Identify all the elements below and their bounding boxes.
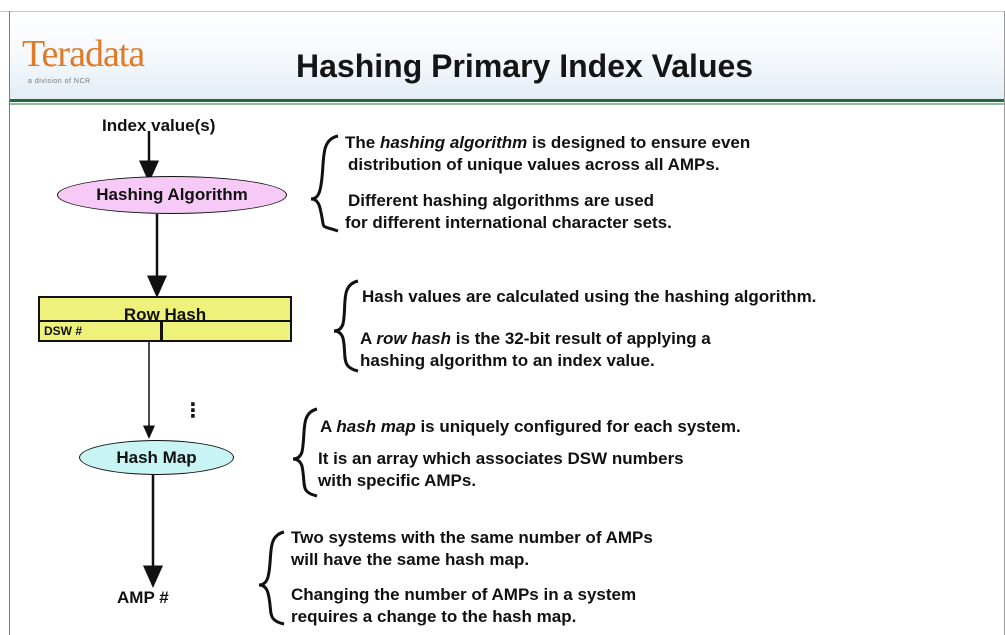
note-rowhash-line3: hashing algorithm to an index value. (360, 351, 655, 370)
logo-subtext: a division of NCR (28, 78, 91, 85)
note-amp-line3: Changing the number of AMPs in a system (291, 585, 637, 604)
index-values-label: Index value(s) (102, 116, 216, 135)
note-hashmap-line3: with specific AMPs. (318, 471, 477, 490)
header-rule (10, 99, 1004, 102)
slide-title: Hashing Primary Index Values (296, 48, 754, 84)
teradata-logo: Teradata a division of NCR (22, 34, 172, 96)
note-rowhash-line1: Hash values are calculated using the has… (362, 287, 817, 306)
ellipsis-marker: ⋮ (183, 400, 203, 422)
note-hashmap-line1: A hash map is uniquely configured for ea… (320, 417, 741, 436)
hash-map-node: Hash Map (79, 440, 234, 475)
brace-hashmap-notes (292, 407, 318, 498)
slide-header (10, 12, 1004, 100)
dsw-field-label: DSW # (44, 324, 83, 338)
note-amp-line1: Two systems with the same number of AMPs (291, 528, 653, 547)
hashing-algorithm-label: Hashing Algorithm (96, 185, 248, 204)
left-border (9, 11, 10, 635)
note-amp-line2: will have the same hash map. (291, 550, 530, 569)
hashing-algorithm-node: Hashing Algorithm (57, 176, 287, 214)
top-border (0, 0, 1005, 12)
note-hashing-line3: Different hashing algorithms are used (348, 191, 655, 210)
note-hashing-line2: distribution of unique values across all… (348, 155, 720, 174)
note-rowhash-line2: A row hash is the 32-bit result of apply… (360, 329, 711, 348)
amp-label: AMP # (117, 588, 169, 607)
logo-wordmark: Teradata (22, 33, 145, 75)
brace-rowhash-notes (333, 279, 359, 373)
brace-hashing-notes (310, 134, 339, 233)
note-hashing-line4: for different international character se… (345, 213, 672, 232)
row-hash-divider (40, 320, 290, 322)
row-hash-label: Row Hash (123, 305, 207, 324)
note-amp-line4: requires a change to the hash map. (291, 607, 577, 626)
row-hash-field-divider (160, 320, 163, 340)
brace-amp-notes (258, 530, 285, 626)
hash-map-label: Hash Map (116, 447, 197, 467)
header-rule-secondary (10, 103, 1004, 105)
row-hash-node: Row Hash DSW # (38, 296, 292, 342)
note-hashing-line1: The hashing algorithm is designed to ens… (345, 133, 751, 152)
note-hashmap-line2: It is an array which associates DSW numb… (318, 449, 684, 468)
